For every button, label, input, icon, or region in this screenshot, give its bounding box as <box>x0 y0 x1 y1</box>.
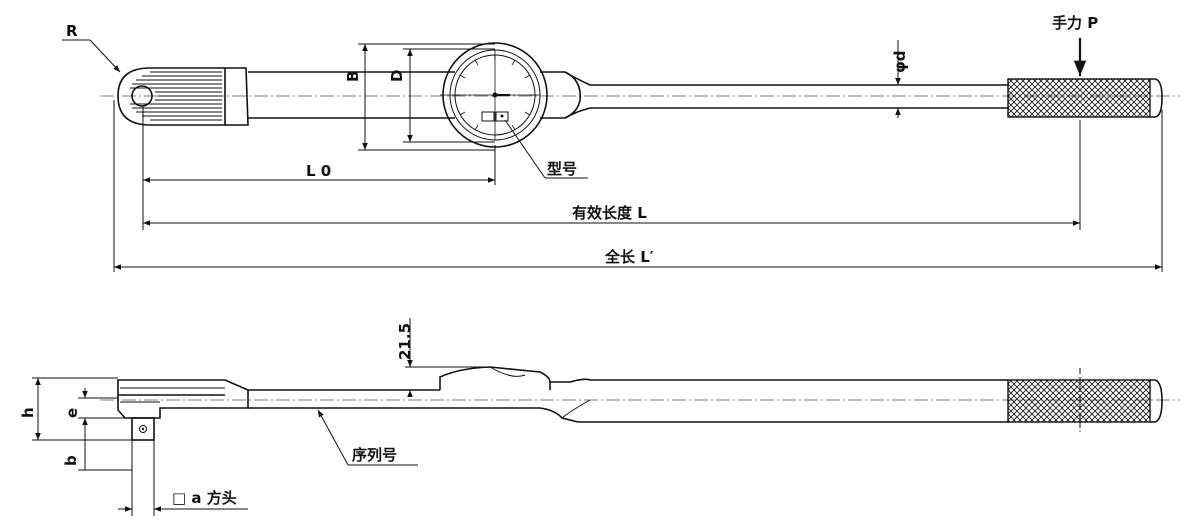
dim-l0: L 0 <box>142 106 496 230</box>
radius-callout: R <box>62 22 121 73</box>
ratchet-head <box>117 67 249 126</box>
grip-end-cap <box>1150 78 1163 118</box>
dial-gauge <box>440 42 548 148</box>
square-drive <box>131 417 155 441</box>
side-shaft-bottom <box>248 407 579 423</box>
handle-bottom-edge <box>540 107 1008 119</box>
overall-length-label: 全长 L′ <box>604 248 654 266</box>
radius-label: R <box>66 22 78 40</box>
dim-phi-d: φd <box>891 40 909 118</box>
dim-21-5-label: 21.5 <box>396 323 414 360</box>
serial-callout: 序列号 <box>317 409 418 466</box>
handle-top-edge <box>540 71 1008 86</box>
model-label: 型号 <box>547 160 577 178</box>
dial-neck <box>564 71 582 119</box>
dim-b-side: b <box>62 418 132 471</box>
dim-square-a: □ a 方头 <box>118 440 248 516</box>
dim-b-top: B <box>344 43 495 151</box>
serial-label: 序列号 <box>352 446 397 464</box>
side-grip-end-cap <box>1150 379 1163 423</box>
dim-effective-length: 有效长度 L <box>143 204 1080 226</box>
model-plate-right <box>495 111 509 122</box>
l0-label: L 0 <box>306 162 331 180</box>
dim-21-5: 21.5 <box>396 318 490 397</box>
side-dial-bump <box>439 366 1008 423</box>
dim-b-side-label: b <box>62 455 80 466</box>
hand-force-label: 手力 P <box>1052 14 1098 32</box>
dim-d-label: D <box>388 70 406 82</box>
dim-h-label: h <box>19 407 37 418</box>
hand-force-callout: 手力 P <box>1052 14 1098 230</box>
model-callout: 型号 <box>504 119 588 179</box>
ratchet-selector <box>131 85 153 107</box>
dim-overall-length: 全长 L′ <box>113 100 1163 272</box>
side-head <box>117 379 249 441</box>
dim-h: h <box>19 377 132 441</box>
dim-e-label: e <box>63 408 81 418</box>
model-plate-left <box>481 111 495 122</box>
top-view: R B D φd 手力 P <box>62 14 1180 272</box>
knurled-grip-top <box>1007 78 1151 118</box>
dim-b-label: B <box>344 71 362 82</box>
effective-length-label: 有效长度 L <box>572 204 647 222</box>
square-drive-label: □ a 方头 <box>172 489 237 507</box>
side-view: 21.5 h e b □ a <box>19 318 1180 516</box>
phi-d-label: φd <box>891 51 909 73</box>
knurled-grip-side <box>1007 379 1151 423</box>
head-grip-lines <box>130 71 222 121</box>
dim-d-top: D <box>388 48 495 143</box>
dim-e: e <box>63 388 132 428</box>
